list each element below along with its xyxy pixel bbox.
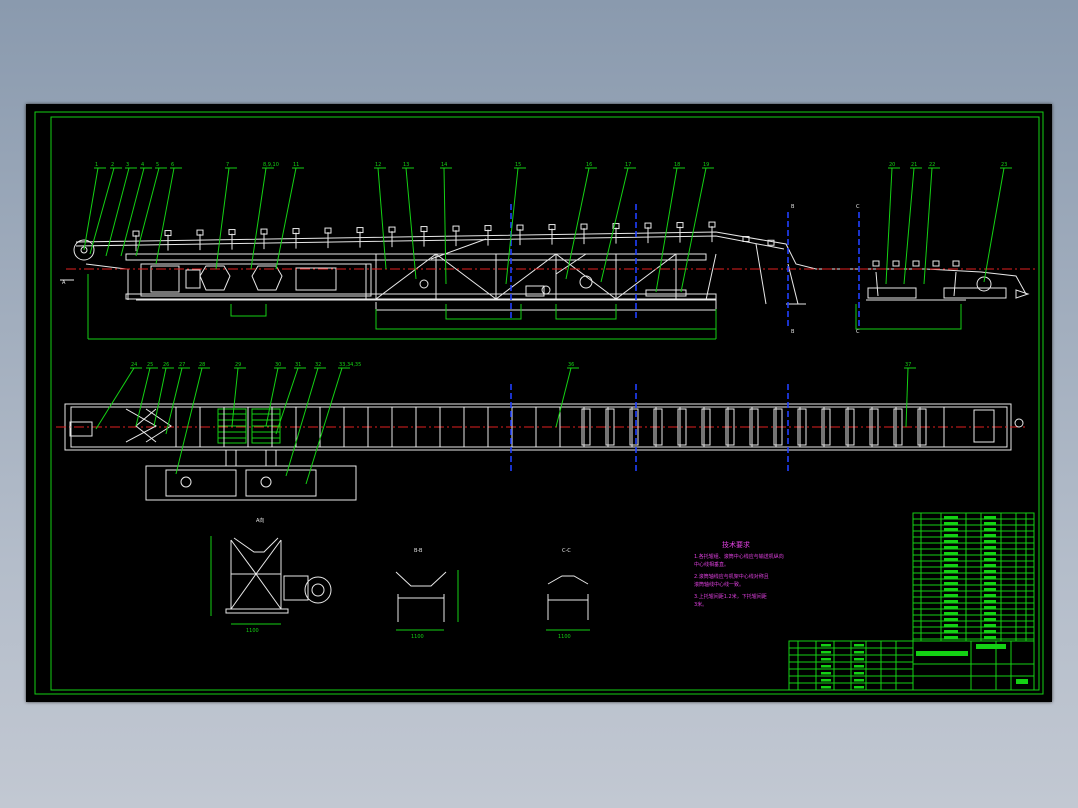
plan-balloon: 24 <box>131 362 137 368</box>
section-b-title: B-B <box>414 548 423 554</box>
section-c-title: C-C <box>562 548 571 554</box>
svg-text:1100: 1100 <box>411 634 424 640</box>
plan-balloon: 28 <box>199 362 205 368</box>
elevation-balloon: 8,9,10 <box>263 162 279 168</box>
svg-text:1100: 1100 <box>558 634 571 640</box>
elevation-balloon: 19 <box>703 162 709 168</box>
cut-label-b-bottom: B <box>791 329 795 335</box>
outer-frame <box>34 111 1044 695</box>
plan-balloon: 27 <box>179 362 185 368</box>
elevation-balloon: 6 <box>171 162 174 168</box>
section-c: C-C 1100 <box>546 548 590 640</box>
elevation-balloon: 21 <box>911 162 917 168</box>
elevation-balloon: 12 <box>375 162 381 168</box>
notes-line-3: 2.滚筒轴线应与机架中心线对称且 <box>694 573 769 580</box>
notes-title: 技术要求 <box>722 540 750 549</box>
plan-balloon: 30 <box>275 362 281 368</box>
title-block <box>788 640 1035 691</box>
cut-label-b-top: B <box>791 204 795 210</box>
notes-line-5: 3.上托辊间距1.2米，下托辊间距 <box>694 593 767 600</box>
notes-line-1: 1.各托辊组、滚筒中心线应与输送机纵向 <box>694 553 784 560</box>
parts-list <box>912 512 1035 642</box>
elevation-balloon: 14 <box>441 162 447 168</box>
elevation-balloon: 11 <box>293 162 299 168</box>
section-a-title: A向 <box>256 517 264 524</box>
elevation-balloon: 7 <box>226 162 229 168</box>
notes-line-6: 3米。 <box>694 601 707 608</box>
plan-balloon: 33,34,35 <box>339 362 361 368</box>
elevation-balloon: 13 <box>403 162 409 168</box>
section-a: A向 1100 <box>210 517 332 634</box>
plan-view: 24 25 26 27 28 29 30 31 32 33,34,35 36 37 <box>56 362 1026 501</box>
plan-balloon: 32 <box>315 362 321 368</box>
elevation-balloon: 1 <box>95 162 98 168</box>
elevation-balloon: 15 <box>515 162 521 168</box>
cut-label-c-top: C <box>856 204 860 210</box>
elevation-balloon: 22 <box>929 162 935 168</box>
svg-text:1100: 1100 <box>246 628 259 634</box>
notes-line-2: 中心线相垂直。 <box>694 561 729 568</box>
elevation-balloon: 20 <box>889 162 895 168</box>
view-arrow-label: A <box>62 280 66 286</box>
notes-line-4: 滚筒轴线中心线一致。 <box>694 581 744 588</box>
elevation-balloon: 4 <box>141 162 144 168</box>
elevation-balloon: 5 <box>156 162 159 168</box>
plan-balloon: 36 <box>568 362 574 368</box>
elevation-balloon: 18 <box>674 162 680 168</box>
cut-label-c-bottom: C <box>856 329 860 335</box>
plan-balloon: 37 <box>905 362 911 368</box>
section-b: B-B 1100 <box>395 548 459 640</box>
technical-notes: 技术要求 1.各托辊组、滚筒中心线应与输送机纵向 中心线相垂直。 2.滚筒轴线应… <box>694 540 784 608</box>
elevation-balloon: 16 <box>586 162 592 168</box>
elevation-balloon: 23 <box>1001 162 1007 168</box>
plan-balloon: 31 <box>295 362 301 368</box>
elevation-balloon: 3 <box>126 162 129 168</box>
elevation-balloon: 17 <box>625 162 631 168</box>
inner-frame <box>50 116 1040 691</box>
plan-balloon: 29 <box>235 362 241 368</box>
plan-balloon: 25 <box>147 362 153 368</box>
elevation-balloon: 2 <box>111 162 114 168</box>
plan-balloon: 26 <box>163 362 169 368</box>
